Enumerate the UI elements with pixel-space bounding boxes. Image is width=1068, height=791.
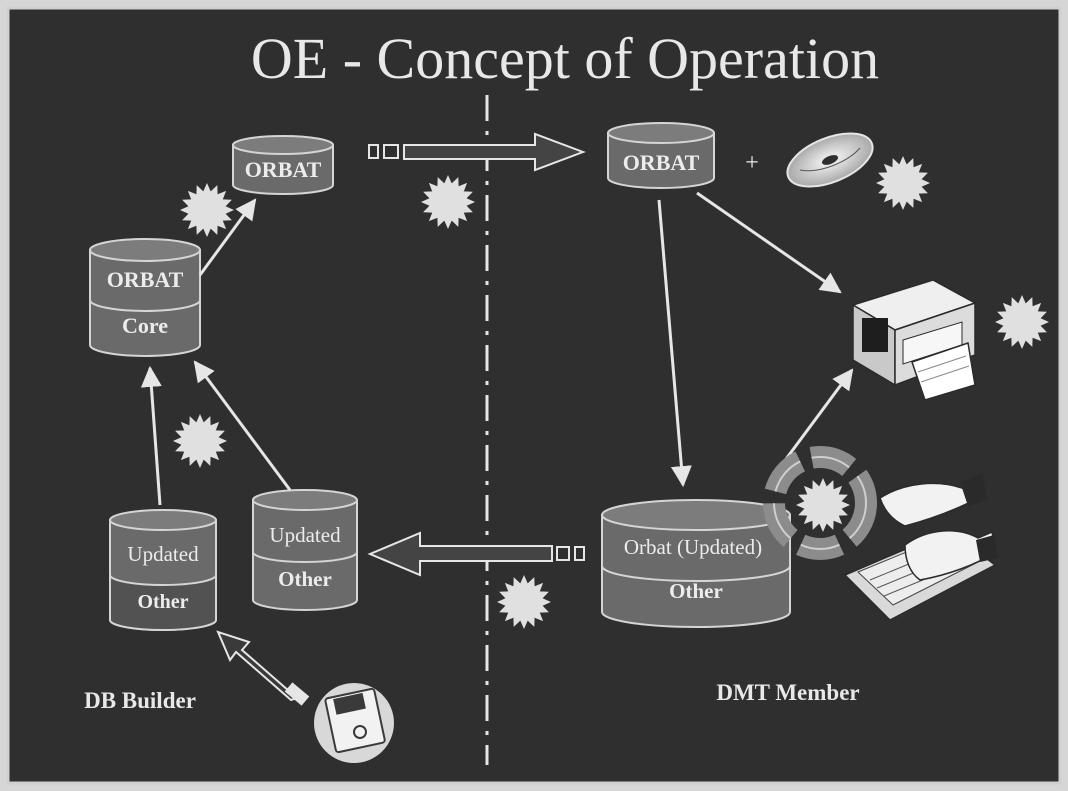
left-orbat-database: ORBAT	[232, 135, 334, 195]
usb-drive-icon	[216, 630, 310, 706]
arrow-core-to-orbat	[198, 198, 257, 276]
updated-db-middle-top-label: Updated	[269, 523, 341, 547]
transfer-arrow-right	[368, 132, 586, 172]
typing-hands-icon	[843, 474, 998, 621]
core-db-top-label: ORBAT	[107, 267, 184, 292]
left-orbat-label: ORBAT	[245, 157, 322, 182]
plus-sign: +	[745, 150, 759, 176]
starburst-icon	[995, 295, 1049, 349]
arrow-updated-left-to-core	[140, 365, 162, 506]
floppy-disk-icon	[314, 683, 394, 763]
updated-db-left-bottom-label: Other	[137, 591, 188, 613]
orbat-updated-database: Orbat (Updated) Other	[601, 499, 791, 628]
transfer-arrow-left	[367, 531, 585, 577]
slide-border	[6, 6, 1062, 785]
arrow-orbat-to-updated	[657, 199, 692, 488]
starburst-icon	[421, 175, 475, 229]
orbat-updated-bottom-label: Other	[669, 579, 723, 603]
starburst-icon	[876, 156, 930, 210]
cycle-arrows-icon	[763, 446, 877, 560]
arrow-updated-middle-to-core	[193, 360, 292, 491]
cd-disc-icon	[786, 132, 874, 188]
core-db-bottom-label: Core	[122, 313, 168, 338]
slide-background	[8, 8, 1060, 783]
orbat-core-database: ORBAT Core	[89, 238, 201, 357]
slide-title: OE - Concept of Operation	[251, 26, 879, 91]
arrow-orbat-to-printer	[696, 191, 842, 294]
updated-db-left-top-label: Updated	[127, 542, 199, 566]
orbat-updated-top-label: Orbat (Updated)	[624, 535, 762, 559]
right-orbat-database: ORBAT	[607, 122, 715, 189]
starburst-icon	[180, 183, 234, 237]
starburst-icon	[497, 575, 551, 629]
dmt-member-label: DMT Member	[716, 680, 859, 705]
right-orbat-label: ORBAT	[623, 150, 700, 175]
updated-database-left: Updated Other	[109, 509, 217, 631]
updated-db-middle-bottom-label: Other	[278, 567, 332, 591]
starburst-icon	[796, 478, 850, 532]
updated-database-middle: Updated Other	[252, 489, 358, 611]
db-builder-label: DB Builder	[84, 688, 196, 713]
starburst-icon	[173, 414, 227, 468]
printer-icon	[851, 279, 977, 401]
